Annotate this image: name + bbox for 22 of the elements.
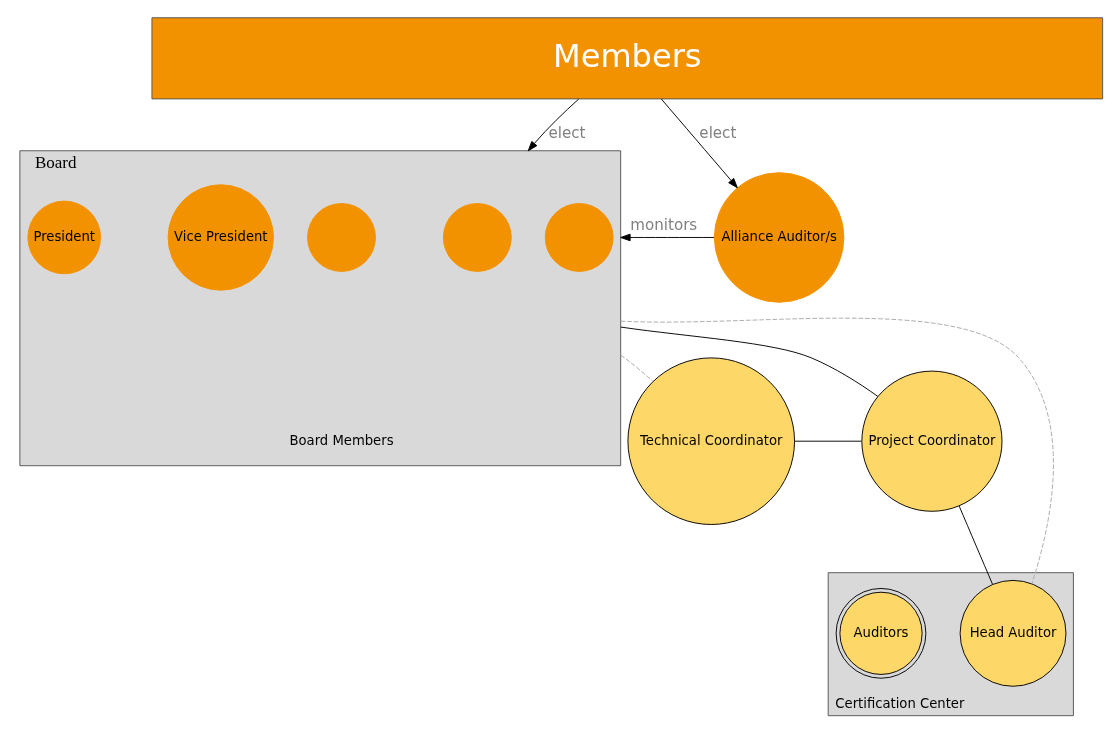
- node-circle: President: [27, 200, 102, 275]
- node-circle: [307, 203, 376, 272]
- node-circle: [544, 203, 614, 272]
- node-circle: Vice President: [167, 184, 274, 291]
- node-box: Members: [151, 17, 1104, 100]
- node-circle: Alliance Auditor/s: [713, 172, 845, 303]
- label: Board Members: [289, 432, 394, 448]
- arrow: [660, 98, 738, 189]
- edge-label: monitors: [630, 215, 698, 234]
- connector: [620, 354, 654, 382]
- connector: [620, 326, 879, 397]
- edge-label: elect: [699, 124, 737, 143]
- node-circle: Technical Coordinator: [627, 357, 795, 525]
- node-circle: Project Coordinator: [861, 370, 1003, 512]
- arrow: [620, 233, 715, 242]
- edge-label: elect: [548, 124, 586, 143]
- connector: [958, 505, 993, 585]
- connector: [620, 317, 1054, 585]
- node-circle: [442, 203, 512, 272]
- node-circle: Head Auditor: [959, 579, 1067, 687]
- connector: [794, 440, 862, 442]
- arrow: [527, 98, 580, 152]
